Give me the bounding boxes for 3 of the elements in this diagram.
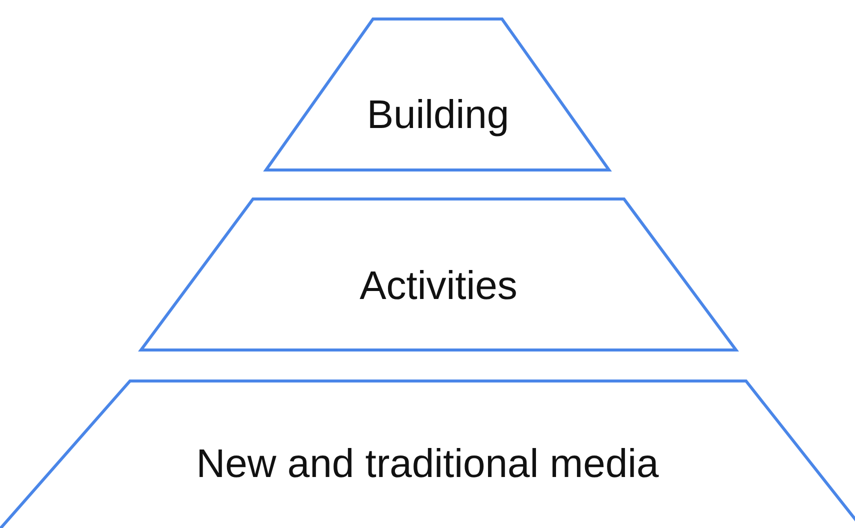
level-label: Activities: [358, 264, 518, 309]
level-label: Building: [366, 93, 510, 138]
level-label: New and traditional media: [195, 442, 660, 487]
